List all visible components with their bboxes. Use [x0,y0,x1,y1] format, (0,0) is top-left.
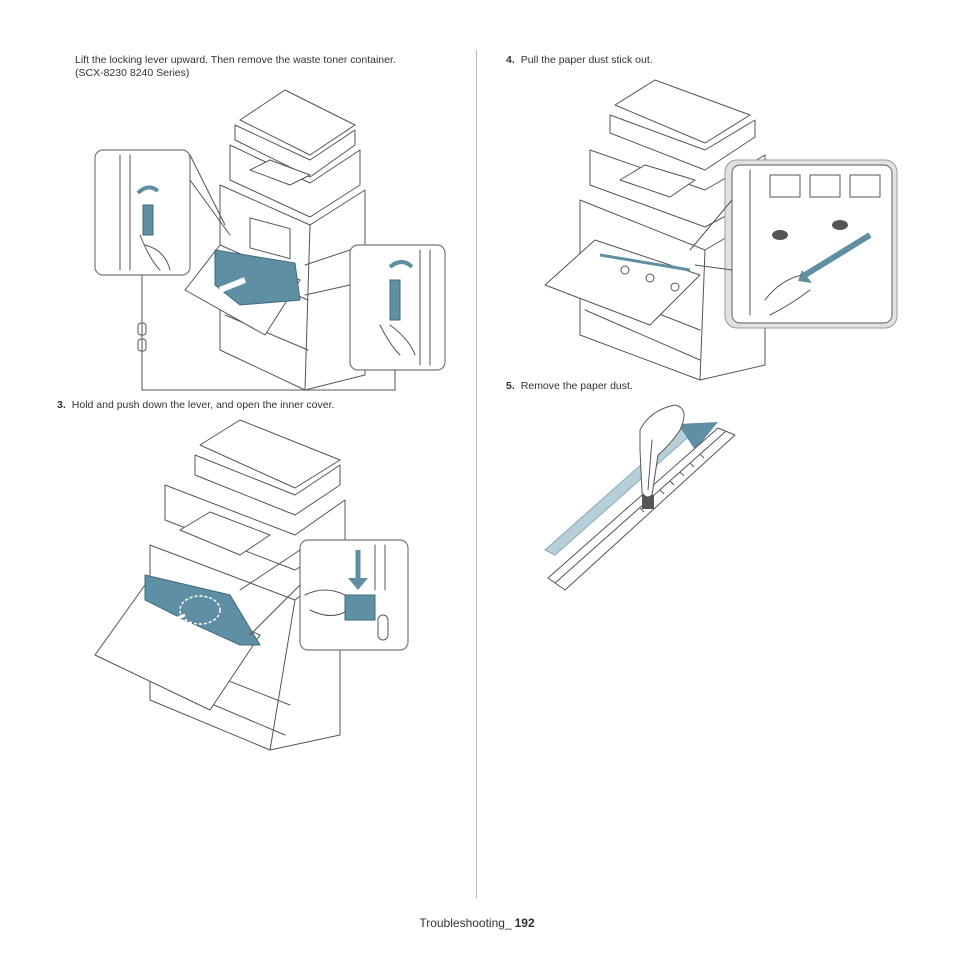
intro-text-line-1: Lift the locking lever upward. Then remo… [75,54,396,66]
step-3-text: Hold and push down the lever, and open t… [71,399,335,411]
page-footer: Troubleshooting_192 [0,916,954,930]
page-number: 192 [514,916,535,930]
footer-section: Troubleshooting_ [419,916,512,930]
step-5: 5. Remove the paper dust. [506,380,633,393]
intro-text-line-2: (SCX-8230 8240 Series) [75,67,190,79]
printer-paper-dust-stick-illustration [544,79,898,381]
printer-inner-cover-illustration [94,419,409,751]
column-divider [476,50,477,898]
step-3: 3. Hold and push down the lever, and open… [57,399,334,412]
step-4-number: 4. [506,54,515,66]
step-5-text: Remove the paper dust. [520,380,633,392]
printer-waste-toner-removal-illustration [94,89,446,391]
step-5-number: 5. [506,380,515,392]
paper-dust-removal-illustration [544,404,736,591]
intro-text: Lift the locking lever upward. Then remo… [75,54,465,80]
step-4: 4. Pull the paper dust stick out. [506,54,653,67]
step-4-text: Pull the paper dust stick out. [520,54,653,66]
step-3-number: 3. [57,399,66,411]
